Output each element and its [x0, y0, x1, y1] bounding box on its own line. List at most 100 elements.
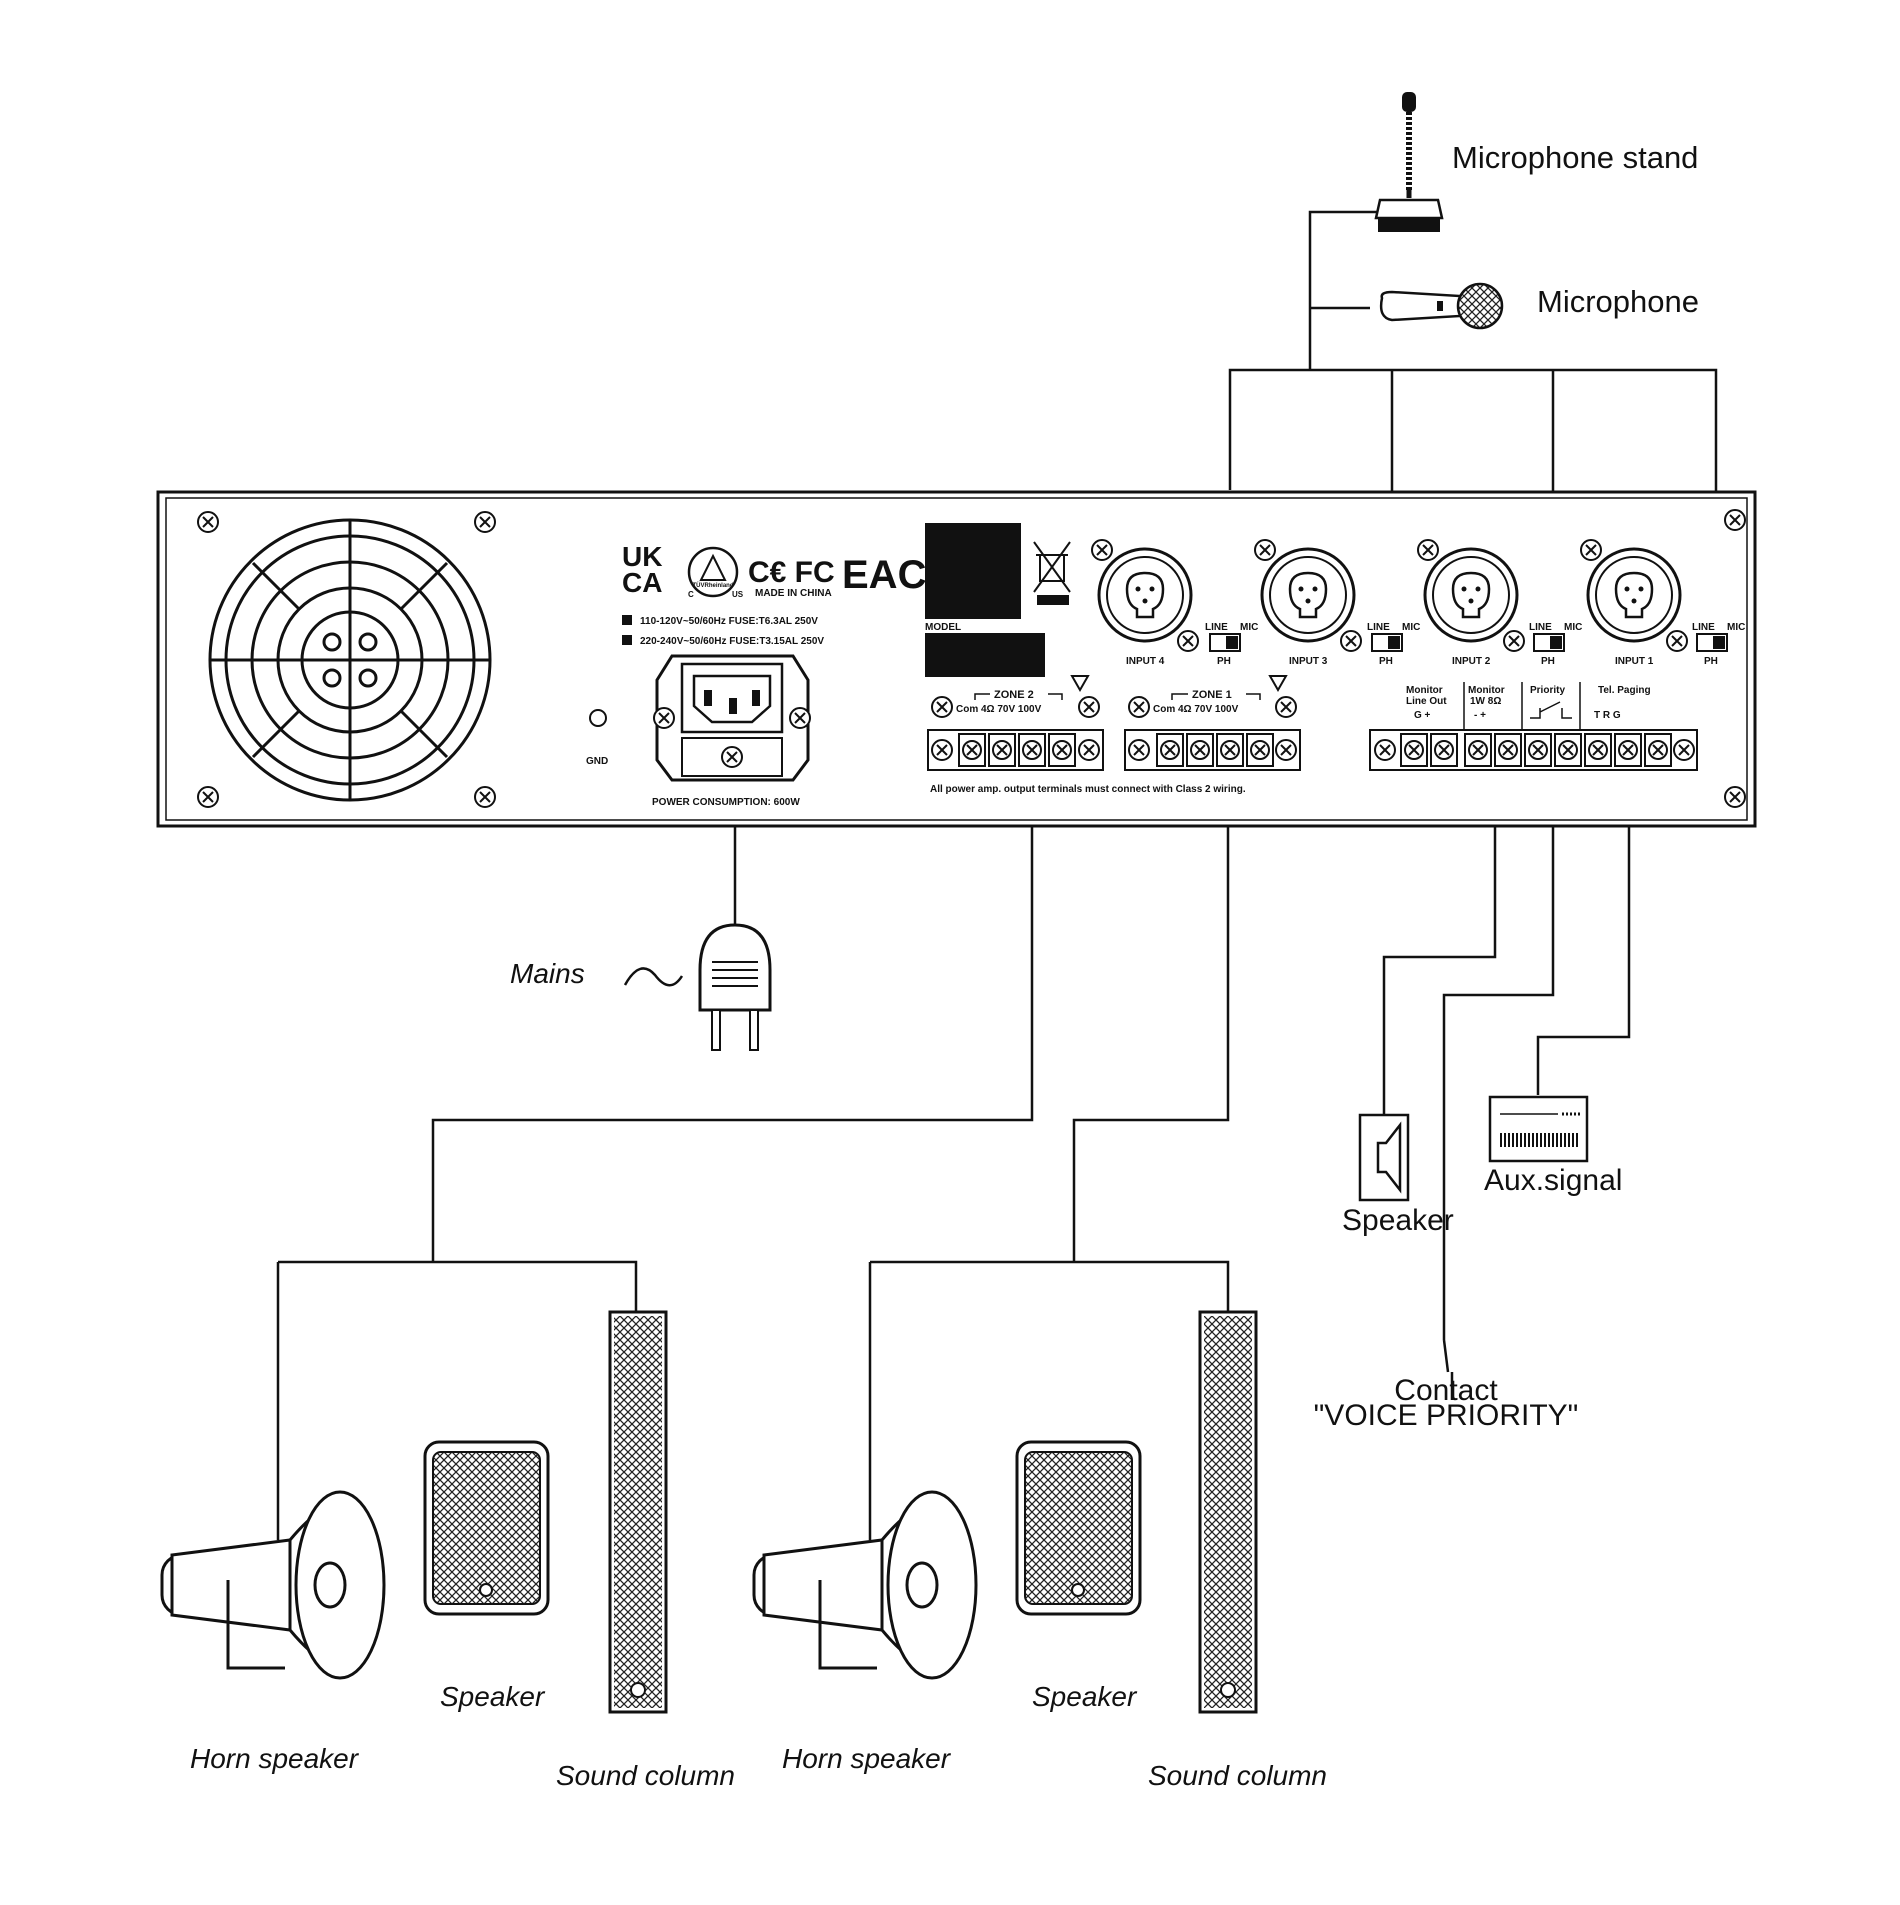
zone1-speaker-label: Speaker [1032, 1681, 1138, 1712]
microphone-label: Microphone [1537, 284, 1699, 319]
input3-connector: INPUT 3 LINE MIC PH [1254, 539, 1420, 667]
input4-mic: MIC [1240, 622, 1258, 633]
tel-paging-label: Tel. Paging [1598, 685, 1651, 696]
tuv-logo-icon [687, 546, 739, 598]
zone1-horn-speaker-icon [752, 1490, 978, 1680]
monitor-lineout-label-1: Monitor [1406, 685, 1443, 696]
model-block [925, 633, 1045, 677]
zone2-speaker-label: Speaker [440, 1681, 546, 1712]
cooling-fan [208, 518, 492, 802]
zone2-title: ZONE 2 [994, 689, 1034, 701]
input1-line: LINE [1692, 622, 1715, 633]
input2-line: LINE [1529, 622, 1552, 633]
monitor-1w-terms: - + [1474, 710, 1486, 721]
microphone-stand-icon [1374, 92, 1444, 232]
aux-signal-device-icon [1488, 1095, 1589, 1163]
monitor-speaker-label: Speaker [1342, 1204, 1454, 1237]
tel-wire [1536, 805, 1631, 1095]
control-terminal-strip: Monitor Line Out G + Monitor 1W 8Ω - + P… [1369, 682, 1698, 771]
voltage-line-2: 220-240V~50/60Hz FUSE:T3.15AL 250V [640, 636, 824, 647]
voltage-bullet-1 [622, 615, 632, 625]
input4-ph: PH [1217, 656, 1231, 667]
zone1-box-speaker-icon [1015, 1440, 1142, 1616]
zone1-warning-icon [1268, 675, 1288, 693]
input4-line: LINE [1205, 622, 1228, 633]
weee-bin-icon [1033, 541, 1071, 605]
zone2-feed [431, 820, 1034, 1262]
power-inlet: POWER CONSUMPTION: 600W [652, 654, 811, 808]
priority-switch-icon [1530, 701, 1572, 719]
zone1-feed [1072, 815, 1230, 1262]
input1-mic: MIC [1727, 622, 1745, 633]
input3-ph: PH [1379, 656, 1393, 667]
gnd-label: GND [586, 756, 608, 767]
class2-warning: All power amp. output terminals must con… [930, 784, 1246, 795]
zone1-sound-column-icon [1198, 1310, 1258, 1714]
voltage-line-1: 110-120V~50/60Hz FUSE:T6.3AL 250V [640, 616, 818, 627]
monitor-1w-label-1: Monitor [1468, 685, 1505, 696]
made-in-china: MADE IN CHINA [755, 588, 832, 599]
ukca-mark-2: CA [622, 567, 662, 598]
amplifier-rear-panel: UK CA TÜVRheinland C US C€ FC EAC MADE I… [156, 490, 1757, 828]
input1-connector: INPUT 1 LINE MIC PH [1580, 539, 1745, 667]
handheld-microphone-icon [1379, 282, 1504, 330]
model-label: MODEL [925, 622, 961, 633]
label-block [925, 523, 1021, 619]
voice-priority-label: "VOICE PRIORITY" [1314, 1399, 1579, 1432]
monitor-1w-label-2: 1W 8Ω [1470, 696, 1501, 707]
input3-mic: MIC [1402, 622, 1420, 633]
zone2-terminal-labels: Com 4Ω 70V 100V [956, 704, 1042, 715]
monitor-speaker-icon [1358, 1113, 1410, 1202]
zone2-column-label: Sound column [556, 1760, 735, 1791]
zone2-sound-column-icon [608, 1310, 668, 1714]
mic-stand-wire [1308, 210, 1380, 370]
zone1-terminal-block: ZONE 1 Com 4Ω 70V 100V [1124, 675, 1301, 771]
input2-label: INPUT 2 [1452, 656, 1491, 667]
monitor-lineout-terms: G + [1414, 710, 1431, 721]
zone2-horn-label: Horn speaker [190, 1743, 360, 1774]
zone2-terminal-block: ZONE 2 Com 4Ω 70V 100V [927, 675, 1104, 771]
us-mark: US [732, 590, 744, 599]
mains-plug-icon [698, 923, 772, 1051]
wiring [276, 210, 1718, 1540]
microphone-stand-label: Microphone stand [1452, 140, 1698, 175]
tel-terms: T R G [1594, 710, 1621, 721]
input3-label: INPUT 3 [1289, 656, 1328, 667]
eac-mark: EAC [842, 553, 926, 597]
input3-line: LINE [1367, 622, 1390, 633]
priority-wire [1442, 805, 1555, 1315]
monitor-lineout-label-2: Line Out [1406, 696, 1447, 707]
power-consumption-label: POWER CONSUMPTION: 600W [652, 797, 800, 808]
input4-connector: INPUT 4 LINE MIC PH [1091, 539, 1258, 667]
zone1-bus [870, 1260, 1230, 1312]
zone2-box-speaker-icon [423, 1440, 550, 1616]
ce-fc-marks: C€ FC [748, 556, 835, 589]
zone2-horn-speaker-icon [160, 1490, 386, 1680]
aux-signal-label: Aux.signal [1484, 1164, 1622, 1197]
priority-label: Priority [1530, 685, 1565, 696]
mains-label: Mains [510, 958, 585, 989]
zone2-warning-icon [1070, 675, 1090, 693]
input2-mic: MIC [1564, 622, 1582, 633]
gnd-terminal-icon [589, 709, 607, 727]
input1-ph: PH [1704, 656, 1718, 667]
input4-label: INPUT 4 [1126, 656, 1165, 667]
voltage-bullet-2 [622, 635, 632, 645]
monitor-speaker-wire [1382, 805, 1497, 1115]
contact-switch-icon [1442, 1315, 1454, 1400]
zone2-bus [278, 1260, 638, 1312]
zone1-horn-label: Horn speaker [782, 1743, 952, 1774]
input2-connector: INPUT 2 LINE MIC PH [1417, 539, 1582, 667]
zone1-title: ZONE 1 [1192, 689, 1232, 701]
tuv-text: TÜVRheinland [692, 582, 733, 589]
ukca-mark-1: UK [622, 541, 662, 572]
contact-label: Contact [1394, 1374, 1498, 1407]
certification-marks: UK CA TÜVRheinland C US C€ FC EAC MADE I… [622, 541, 926, 647]
zone1-column-label: Sound column [1148, 1760, 1327, 1791]
c-mark: C [688, 590, 694, 599]
input1-label: INPUT 1 [1615, 656, 1654, 667]
zone1-terminal-labels: Com 4Ω 70V 100V [1153, 704, 1239, 715]
ac-wave-icon [623, 967, 684, 987]
